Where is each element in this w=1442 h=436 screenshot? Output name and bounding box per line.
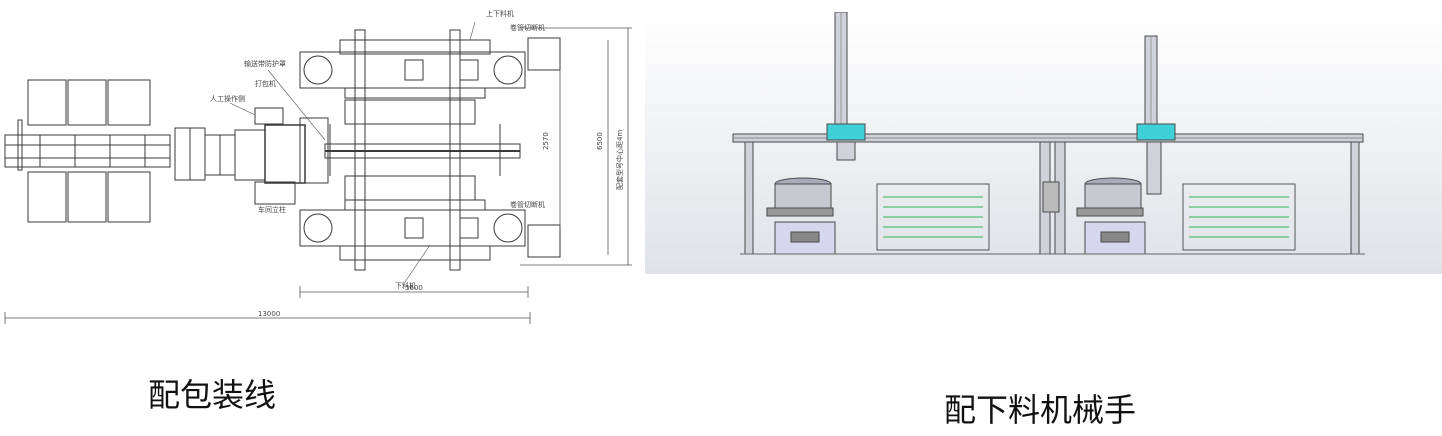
packaging-line-svg: 输送带防护罩 人工操作侧 打包机 车间立柱 上下料机 卷管切断机 卷管切断机 下… [4, 9, 632, 324]
caption-unloading-manipulator: 配下料机械手 [944, 391, 1137, 429]
dimension-lines [4, 27, 632, 324]
packaging-line-drawing: 输送带防护罩 人工操作侧 打包机 车间立柱 上下料机 卷管切断机 卷管切断机 下… [0, 0, 640, 340]
gantry-frame [329, 29, 501, 271]
top-cutting-machine [299, 37, 561, 99]
left-storage-boxes [17, 79, 151, 223]
center-packing-station [174, 107, 329, 205]
vertical-note: 配套型号中心距4m [615, 130, 624, 190]
main-conveyor [324, 143, 521, 159]
outer-height-dim: 6500 [596, 132, 604, 150]
carriage-left [826, 123, 866, 141]
overall-length-dim: 13000 [258, 310, 280, 318]
rack-left [876, 183, 990, 251]
leg-right [1350, 141, 1360, 255]
feeder-left [766, 177, 836, 255]
bottom-cutting-machine [299, 199, 561, 261]
bottom-machine-label: 下料机 [395, 281, 416, 290]
right-width-dim: 5600 [405, 284, 423, 292]
manipulator-render [645, 11, 1442, 274]
feeder-right [1076, 177, 1146, 255]
top-right-machine-label: 卷管切断机 [510, 23, 545, 32]
manipulator-svg [645, 11, 1442, 274]
gripper-left [836, 141, 856, 161]
caption-packaging-line: 配包装线 [148, 376, 277, 414]
inner-height-dim: 2570 [542, 132, 550, 150]
rack-right [1182, 183, 1296, 251]
left-conveyor [4, 134, 171, 168]
top-machine-label: 上下料机 [486, 9, 514, 18]
leg-left [744, 141, 754, 255]
gripper-right [1146, 141, 1162, 195]
carriage-right [1136, 123, 1176, 141]
column-label: 车间立柱 [258, 205, 286, 214]
printer-label: 打包机 [255, 79, 276, 88]
manual-station-label: 人工操作侧 [210, 94, 245, 103]
bottom-right-machine-label: 卷管切断机 [510, 200, 545, 209]
conveyor-cover-label: 输送带防护罩 [244, 59, 286, 68]
control-box [1042, 181, 1060, 213]
